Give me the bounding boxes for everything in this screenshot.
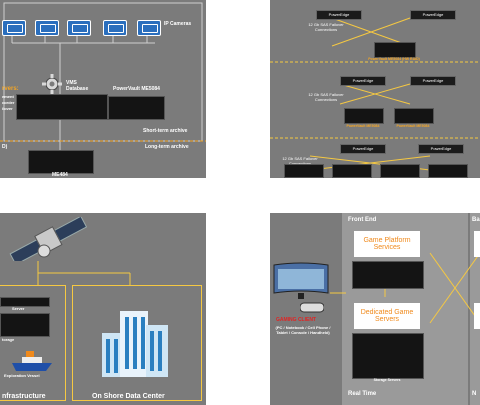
gaming-client-label: GAMING CLIENT (276, 317, 316, 323)
ip-camera-icon (35, 20, 59, 36)
front-end-label: Front End (348, 217, 377, 223)
me5084-enclosure (394, 108, 434, 124)
gamepad-icon (300, 301, 324, 313)
poweredge-node: PowerEdge (340, 144, 386, 154)
long-term-label: Long-term archive (145, 144, 189, 150)
me5084-enclosure (332, 164, 372, 178)
ha-raid-label: PowerVault ME5084 (HW RAID) (368, 57, 420, 61)
poweredge-node: PowerEdge (418, 144, 464, 154)
storage-unit (0, 313, 50, 337)
ip-camera-icon (67, 20, 91, 36)
satellite-icon (6, 217, 96, 261)
storage-label: torage (2, 337, 15, 342)
d-label: D) (2, 144, 8, 150)
pv-label: PowerVault ME5084 (113, 86, 160, 92)
platform-servers (352, 261, 424, 289)
data-center-box (72, 285, 202, 401)
buildings-icon (92, 305, 178, 377)
data-center-title: On Shore Data Center (92, 393, 165, 400)
me5084-enclosure (284, 164, 324, 178)
me484-enclosure (28, 150, 94, 174)
vessel-icon (12, 349, 52, 371)
offshore-panel: Server torage Exploration Vessel nfrastr… (0, 213, 206, 405)
infrastructure-box (0, 285, 66, 401)
vms-label: VMS Database (66, 80, 89, 92)
gaming-monitor-icon (272, 261, 330, 301)
back-end-label: Ba (472, 217, 480, 223)
poweredge-node: PowerEdge (410, 76, 456, 86)
me5084-enclosure (428, 164, 468, 178)
infrastructure-title: nfrastructure (2, 393, 46, 400)
surveillance-panel: IP Cameras rvers: ement corder ilover VM… (0, 0, 206, 178)
gaming-panel: Front End Ba Game Platform Services Dedi… (270, 213, 480, 405)
sas-note: 12 Gb SAS Failover Connections (308, 22, 344, 32)
short-term-label: Short-term archive (143, 128, 188, 134)
me5084-ha-raid (374, 42, 416, 58)
vessel-label: Exploration Vessel (4, 373, 40, 378)
ip-camera-icon (2, 20, 26, 36)
cameras-label: IP Cameras (164, 21, 192, 27)
server-unit (0, 297, 50, 307)
offshore-connectors (37, 261, 131, 285)
game-server-stack (352, 333, 424, 379)
me-label: PowerVault ME5084 (396, 124, 430, 128)
n-label: N (472, 391, 477, 397)
ip-camera-icon (103, 20, 127, 36)
server-label: Server (12, 306, 25, 311)
gaming-client-sub: (PC / Notebook / Cell Phone / Tablet / C… (275, 325, 331, 335)
sas-note: 12 Gb SAS Failover Connections (308, 92, 344, 102)
gear-icon (42, 74, 62, 94)
dedicated-game-servers-box: Dedicated Game Servers (354, 303, 420, 329)
servers-sub-1: ement (2, 94, 14, 99)
ip-camera-icon (137, 20, 161, 36)
powervault-me5084 (108, 96, 165, 120)
back-end-box (474, 231, 480, 257)
servers-sub-2: corder (2, 100, 15, 105)
sas-note: 12 Gb SAS Failover Connections (282, 156, 318, 166)
san-config-panel: PowerEdge PowerEdge 12 Gb SAS Failover C… (270, 0, 480, 178)
me-label: ME484 (52, 172, 68, 178)
me-label: PowerVault ME5084 (346, 124, 380, 128)
poweredge-node: PowerEdge (410, 10, 456, 20)
me5084-enclosure (380, 164, 420, 178)
storage-servers-label: Storage Servers (373, 378, 401, 382)
poweredge-node: PowerEdge (316, 10, 362, 20)
me5084-enclosure (344, 108, 384, 124)
game-platform-services-box: Game Platform Services (354, 231, 420, 257)
real-time-label: Real Time (348, 391, 377, 397)
vms-server (16, 94, 108, 120)
servers-label: rvers: (2, 86, 19, 92)
back-end-box (474, 303, 480, 329)
servers-sub-3: ilover (2, 106, 13, 111)
poweredge-node: PowerEdge (340, 76, 386, 86)
